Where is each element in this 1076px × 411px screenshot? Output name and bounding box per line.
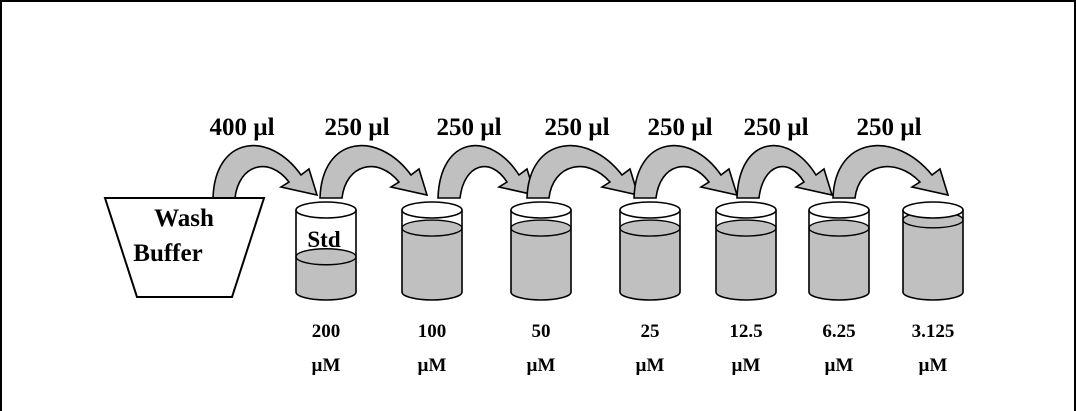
arrow-band xyxy=(437,144,537,199)
tube-rim xyxy=(902,201,964,219)
concentration-unit: µM xyxy=(919,355,948,376)
liquid-surface xyxy=(715,219,777,237)
transfer-arrow xyxy=(319,144,429,199)
concentration-value: 6.25 xyxy=(822,321,855,342)
concentration-value: 25 xyxy=(641,321,660,342)
tube-liquid xyxy=(716,228,776,300)
arrow-band xyxy=(212,144,319,199)
concentration-unit: µM xyxy=(527,355,556,376)
arrow-band xyxy=(736,144,834,199)
tube-rim xyxy=(808,201,870,219)
transfer-volume-label: 250 µl xyxy=(544,114,609,141)
tube-label-std: Std xyxy=(307,227,340,252)
transfer-volume-label: 250 µl xyxy=(743,114,808,141)
wash-buffer-trough xyxy=(103,197,266,298)
tube-outline xyxy=(902,210,964,301)
transfer-volume-label: 250 µl xyxy=(647,114,712,141)
wash-buffer-label-line2: Buffer xyxy=(133,240,202,267)
wash-buffer-label-line1: Wash xyxy=(154,205,214,232)
tube xyxy=(808,201,870,301)
tube-liquid xyxy=(620,228,680,300)
tube xyxy=(715,201,777,301)
transfer-arrow xyxy=(736,144,834,199)
concentration-value: 12.5 xyxy=(729,321,762,342)
tube-outline xyxy=(808,210,870,301)
transfer-arrow xyxy=(212,144,319,199)
tube xyxy=(510,201,572,301)
concentration-unit: µM xyxy=(418,355,447,376)
concentration-unit: µM xyxy=(312,355,341,376)
tube-outline xyxy=(510,210,572,301)
tube-outline xyxy=(295,210,357,301)
tube xyxy=(401,201,463,301)
tube-rim xyxy=(510,201,572,219)
dilution-tubes: Std xyxy=(295,201,964,301)
arrow-band xyxy=(832,144,950,199)
transfer-volume-label: 400 µl xyxy=(209,114,274,141)
liquid-surface xyxy=(808,219,870,237)
liquid-surface xyxy=(401,219,463,237)
liquid-surface xyxy=(619,219,681,237)
tube-outline xyxy=(401,210,463,301)
tube xyxy=(902,201,964,301)
transfer-volume-label: 250 µl xyxy=(856,114,921,141)
concentration-unit: µM xyxy=(636,355,665,376)
transfer-arrow xyxy=(633,144,739,199)
tube-liquid xyxy=(903,219,963,300)
tube-liquid xyxy=(809,228,869,300)
tube-liquid xyxy=(511,228,571,300)
arrow-band xyxy=(319,144,429,199)
transfer-arrow xyxy=(832,144,950,199)
transfer-arrow xyxy=(437,144,537,199)
tube-rim xyxy=(295,201,357,219)
concentration-value: 200 xyxy=(312,321,341,342)
tube-outline xyxy=(715,210,777,301)
concentration-value: 50 xyxy=(532,321,551,342)
tube-rim xyxy=(619,201,681,219)
transfer-arrows xyxy=(212,144,950,199)
concentration-unit: µM xyxy=(732,355,761,376)
transfer-volume-label: 250 µl xyxy=(436,114,501,141)
concentration-value: 100 xyxy=(418,321,447,342)
transfer-arrow xyxy=(526,144,640,199)
arrow-band xyxy=(526,144,640,199)
concentration-value: 3.125 xyxy=(912,321,955,342)
tube-outline xyxy=(619,210,681,301)
transfer-volume-label: 250 µl xyxy=(324,114,389,141)
tube: Std xyxy=(295,201,357,301)
tube-liquid xyxy=(402,228,462,300)
labels: 400 µl 250 µl 250 µl 250 µl 250 µl 250 µl 250 … xyxy=(209,114,954,376)
arrow-band xyxy=(633,144,739,199)
liquid-surface xyxy=(510,219,572,237)
tube-rim xyxy=(401,201,463,219)
concentration-unit: µM xyxy=(825,355,854,376)
tube-liquid xyxy=(296,256,356,300)
wash-buffer-container: Wash Buffer xyxy=(103,197,266,298)
tube xyxy=(619,201,681,301)
tube-rim xyxy=(715,201,777,219)
